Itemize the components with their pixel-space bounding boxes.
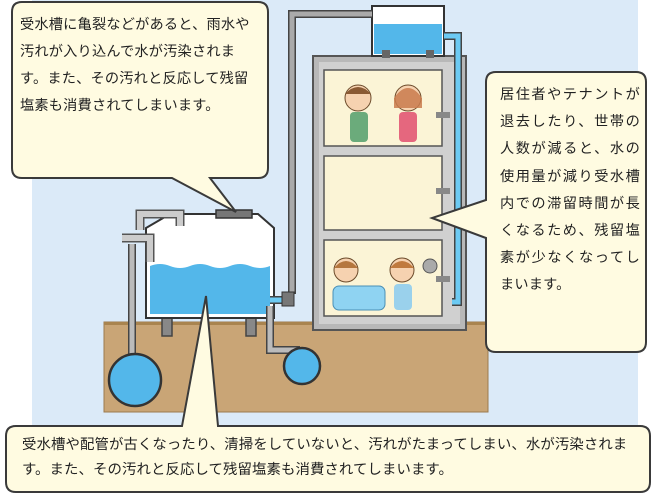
floor-2-room	[323, 155, 443, 231]
drain-pit-right	[282, 346, 322, 386]
residents-illustration	[344, 84, 422, 142]
elevated-water-tank	[371, 5, 445, 58]
floor-3-room	[323, 69, 443, 147]
callout-occupancy-text: 居住者やテナントが退去したり、世帯の人数が減ると、水の使用量が減り受水槽内での滞…	[500, 87, 640, 294]
callout-tank-crack-text: 受水槽に亀裂などがあると、雨水や汚れが入り込んで水が汚染されます。また、その汚れ…	[20, 17, 250, 114]
drain-pit-left	[107, 352, 163, 408]
callout-aging-pipes: 受水槽や配管が古くなったり、清掃をしていないと、汚れがたまってしまい、水が汚染さ…	[22, 433, 637, 483]
callout-aging-pipes-text: 受水槽や配管が古くなったり、清掃をしていないと、汚れがたまってしまい、水が汚染さ…	[22, 437, 628, 478]
receiving-water-tank	[122, 209, 300, 370]
bubble-occupancy-shape	[428, 71, 647, 353]
bubble-tank-crack-shape	[11, 1, 269, 213]
bath-illustration	[332, 257, 438, 311]
callout-occupancy: 居住者やテナントが退去したり、世帯の人数が減ると、水の使用量が減り受水槽内での滞…	[500, 82, 640, 300]
callout-tank-crack: 受水槽に亀裂などがあると、雨水や汚れが入り込んで水が汚染されます。また、その汚れ…	[20, 12, 252, 120]
bubble-aging-pipes-shape	[5, 295, 651, 493]
